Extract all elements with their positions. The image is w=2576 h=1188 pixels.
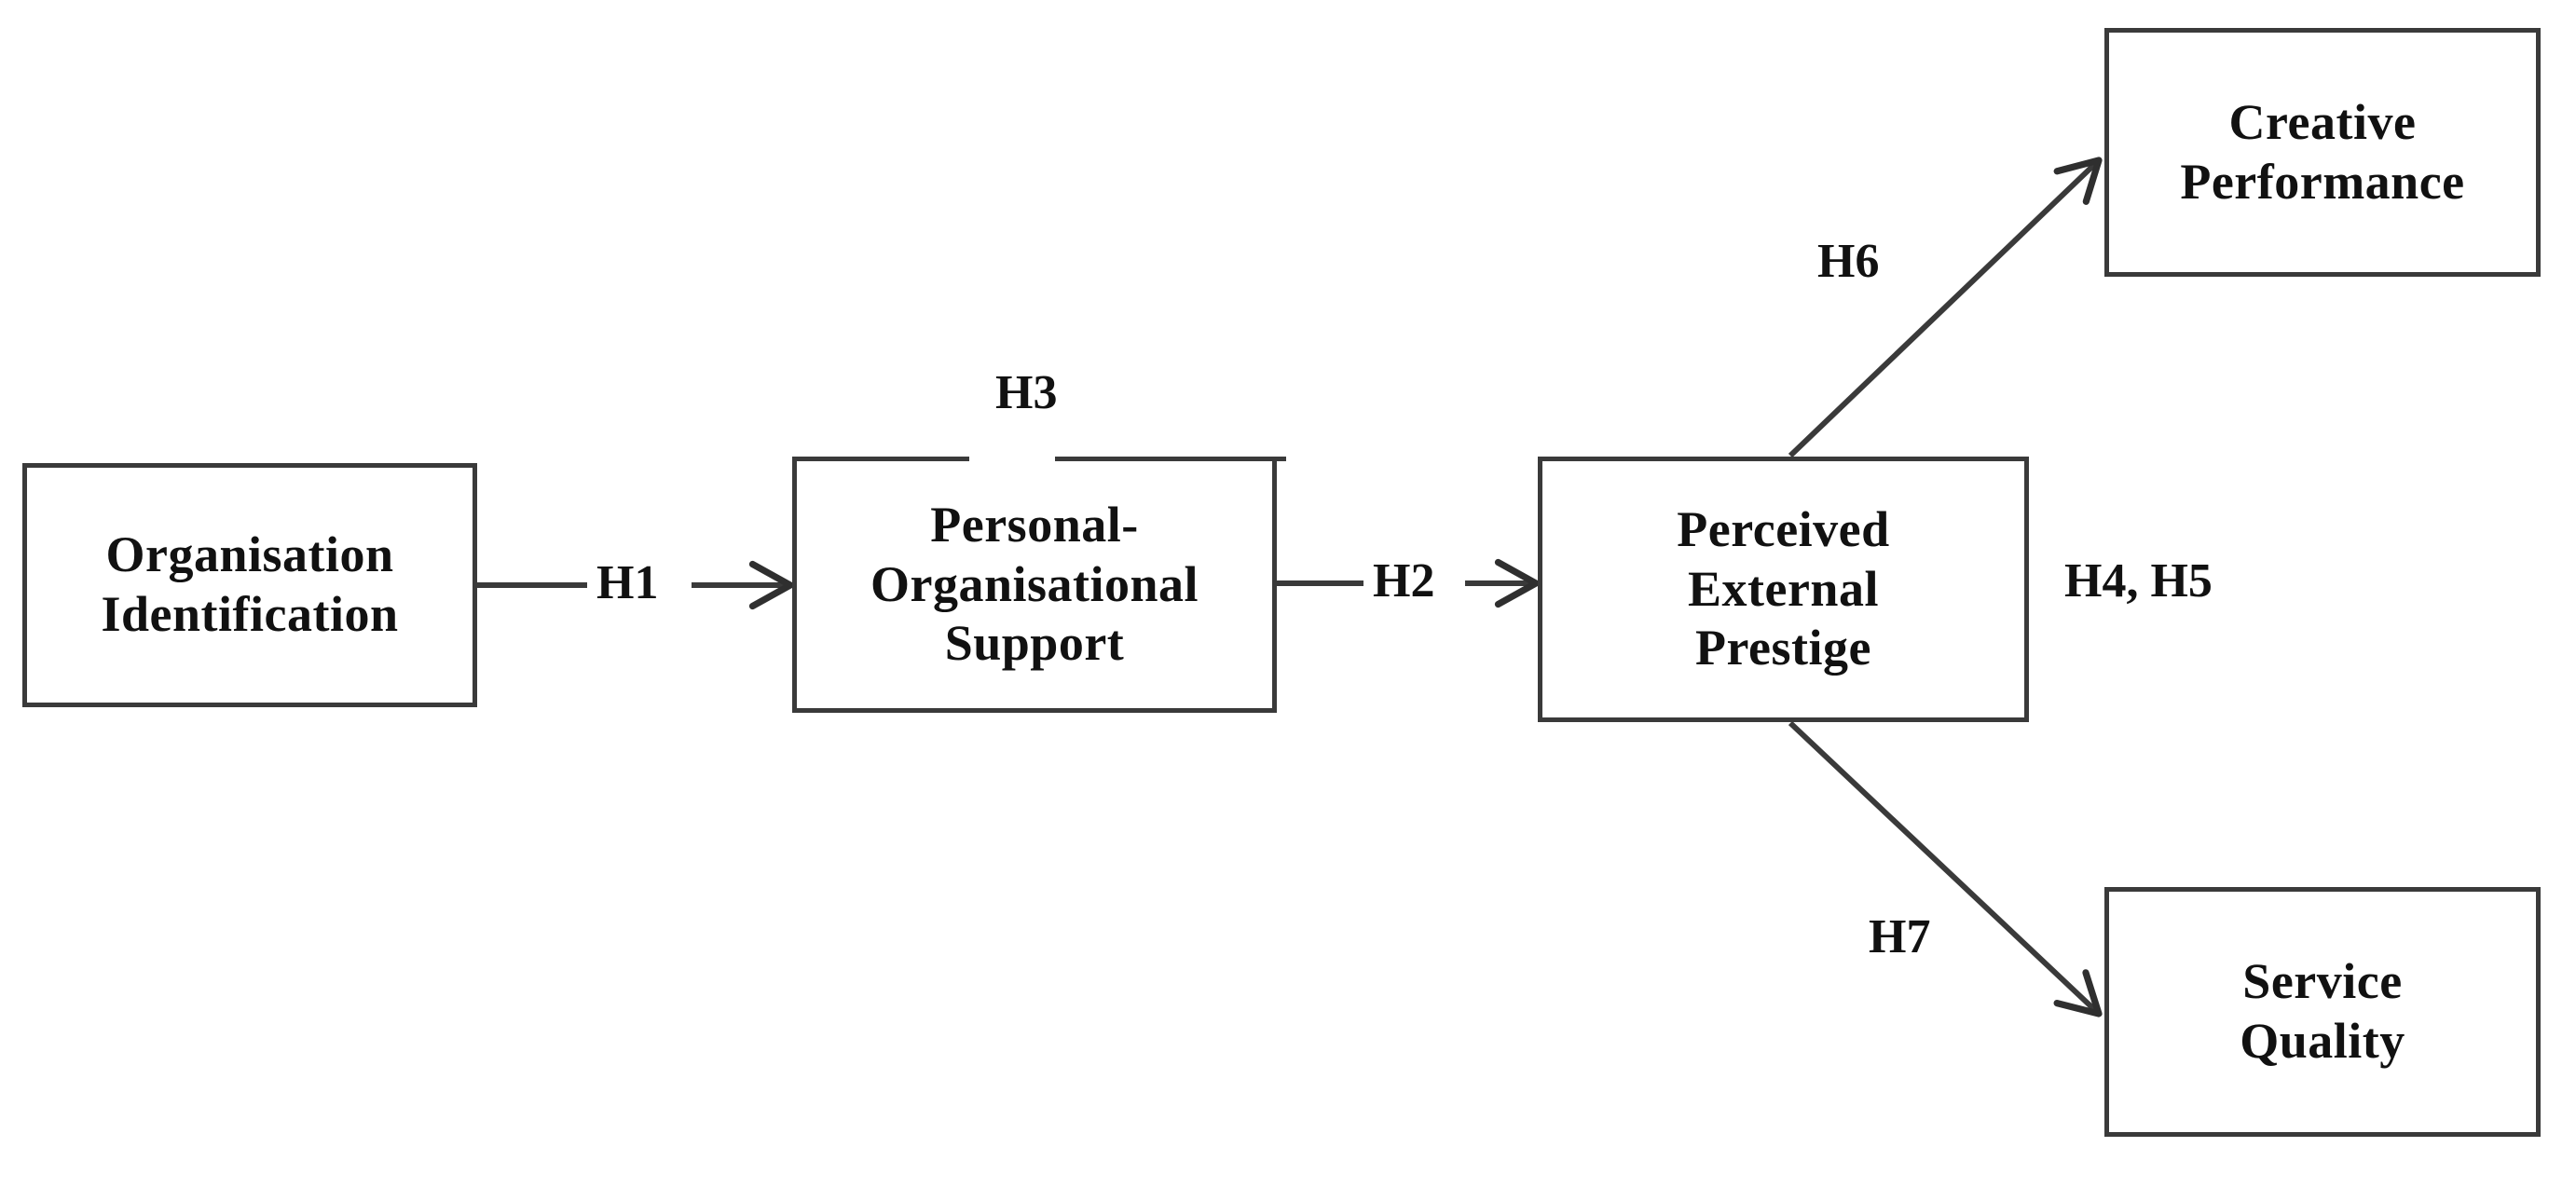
node-label-service-quality: Service Quality [2240, 953, 2405, 1069]
edge-h7-arrow [1788, 720, 2103, 1017]
node-organisation-identification: Organisation Identification [22, 463, 477, 707]
top-border-right-segment [1055, 457, 1286, 461]
edge-h6 [1788, 157, 2103, 458]
edge-label-h3: H3 [995, 366, 1058, 419]
node-label-organisation-identification: Organisation Identification [101, 526, 399, 642]
node-label-personal-organisational-support: Personal- Organisational Support [870, 496, 1199, 672]
node-label-perceived-external-prestige: Perceived External Prestige [1677, 500, 1890, 676]
edge-label-h7: H7 [1869, 910, 1931, 963]
edge-label-h6: H6 [1817, 235, 1880, 288]
top-border-left-segment [792, 457, 969, 461]
edge-label-h1: H1 [596, 556, 659, 609]
node-perceived-external-prestige: Perceived External Prestige [1538, 457, 2029, 722]
edge-label-h4-h5: H4, H5 [2064, 554, 2213, 608]
node-service-quality: Service Quality [2104, 887, 2541, 1137]
edge-h6-arrow [1788, 157, 2103, 458]
node-label-creative-performance: Creative Performance [2180, 93, 2465, 210]
edge-h7 [1788, 720, 2103, 1017]
node-creative-performance: Creative Performance [2104, 28, 2541, 277]
node-personal-organisational-support: Personal- Organisational Support [792, 457, 1286, 713]
edge-label-h2: H2 [1373, 554, 1435, 608]
